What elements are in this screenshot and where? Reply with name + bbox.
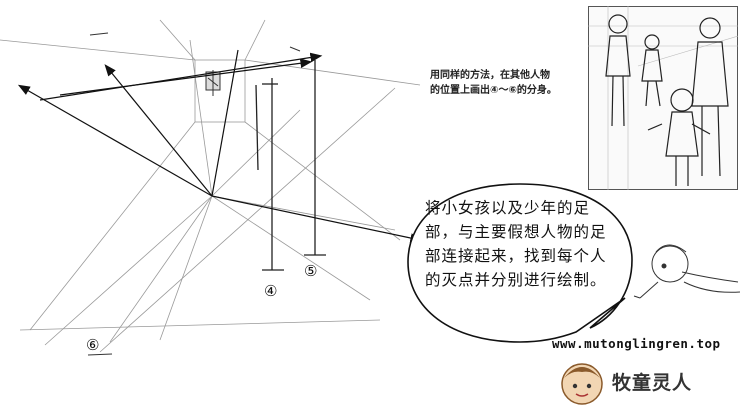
marker-five: ⑤ xyxy=(304,262,318,280)
corridor-box xyxy=(0,19,421,353)
marker-six: ⑥ xyxy=(86,336,100,354)
speech-bubble-text: 将小女孩以及少年的足 部，与主要假想人物的足 部连接起来，找到每个人 的灭点并分… xyxy=(425,196,635,292)
characters-illustration xyxy=(588,6,738,190)
vanishing-arrows xyxy=(17,49,423,243)
speech-line-1: 将小女孩以及少年的足 xyxy=(425,199,591,217)
watermark-url: www.mutonglingren.top xyxy=(552,336,721,351)
instruction-line-1: 用同样的方法，在其他人物 xyxy=(430,70,550,81)
height-lines xyxy=(255,60,326,271)
figure-sketch xyxy=(205,70,221,96)
brand-name: 牧童灵人 xyxy=(612,372,693,394)
speech-line-3: 部连接起来，找到每个人 xyxy=(425,247,607,265)
mascot-logo-icon xyxy=(561,363,603,405)
instruction-text: 用同样的方法，在其他人物 的位置上画出④～⑥的分身。 xyxy=(430,68,600,98)
crawling-character-sketch xyxy=(633,244,741,299)
speech-line-4: 的灭点并分别进行绘制。 xyxy=(425,271,607,289)
marker-four: ④ xyxy=(264,282,278,300)
scribbles xyxy=(87,32,301,356)
speech-line-2: 部，与主要假想人物的足 xyxy=(425,223,607,241)
speech-bubble-shape xyxy=(407,183,633,343)
instruction-line-2: 的位置上画出④～⑥的分身。 xyxy=(430,85,557,96)
